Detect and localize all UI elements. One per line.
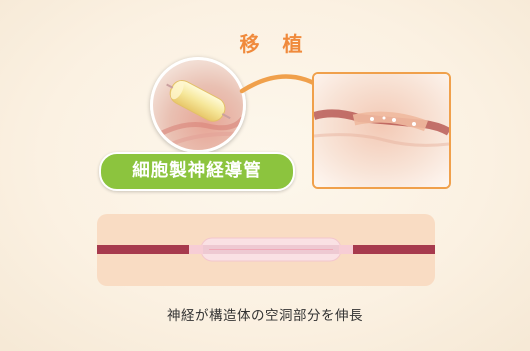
implanted-conduit-illustration	[314, 74, 449, 187]
conduit-photo	[150, 57, 246, 153]
conduit-label: 細胞製神経導管	[99, 152, 295, 191]
transplant-title: 移 植	[239, 32, 311, 56]
transplant-result-photo	[312, 72, 451, 189]
nerve-schematic-panel	[97, 214, 435, 286]
conduit-schematic	[189, 237, 353, 262]
conduit-illustration	[153, 80, 243, 150]
nerve-schematic	[97, 237, 435, 262]
schematic-caption: 神経が構造体の空洞部分を伸長	[167, 308, 363, 324]
